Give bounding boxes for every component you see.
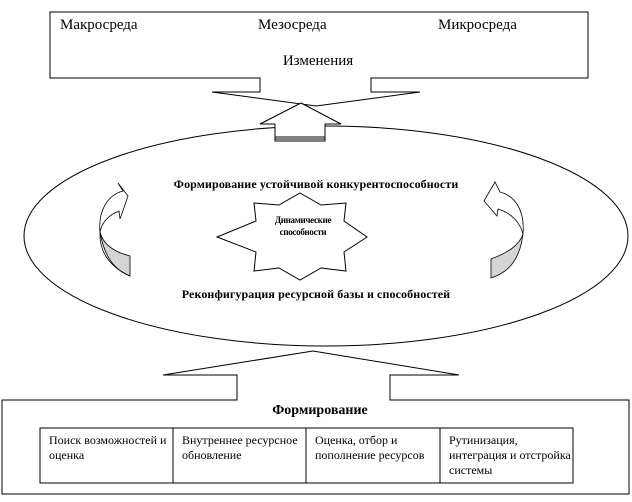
- dynamic-capabilities-label: Динамические способности: [258, 214, 348, 238]
- cycle-arrow-right-icon: [483, 181, 524, 279]
- macro-environment-label: Макросреда: [60, 17, 138, 33]
- stage-routinization: Рутинизация, интеграция и отстройка сист…: [449, 433, 571, 477]
- dynamic-capabilities-line-2: способности: [279, 227, 327, 237]
- micro-environment-label: Микросреда: [438, 17, 517, 33]
- dynamic-capabilities-star: [215, 192, 368, 281]
- stage-internal-renewal: Внутреннее ресурсное обновление: [182, 433, 298, 462]
- reconfiguration-label: Реконфигурация ресурсной базы и способно…: [181, 287, 451, 301]
- changes-label: Изменения: [282, 53, 354, 69]
- formation-title: Формирование: [272, 403, 368, 418]
- sustainable-competitiveness-label: Формирование устойчивой конкурентоспособ…: [173, 177, 459, 191]
- dynamic-capabilities-line-1: Динамические: [274, 215, 332, 225]
- meso-environment-label: Мезосреда: [258, 17, 327, 33]
- stage-search-evaluation: Поиск возможностей и оценка: [49, 433, 167, 462]
- up-arrow-icon: [259, 102, 342, 142]
- environment-box: [49, 11, 589, 107]
- stages-table-grid: [39, 427, 574, 484]
- cycle-arrow-left-icon: [99, 182, 131, 277]
- stage-resource-selection: Оценка, отбор и пополнение ресурсов: [315, 433, 425, 462]
- capabilities-ellipse: [23, 125, 629, 347]
- formation-box: [1, 350, 630, 495]
